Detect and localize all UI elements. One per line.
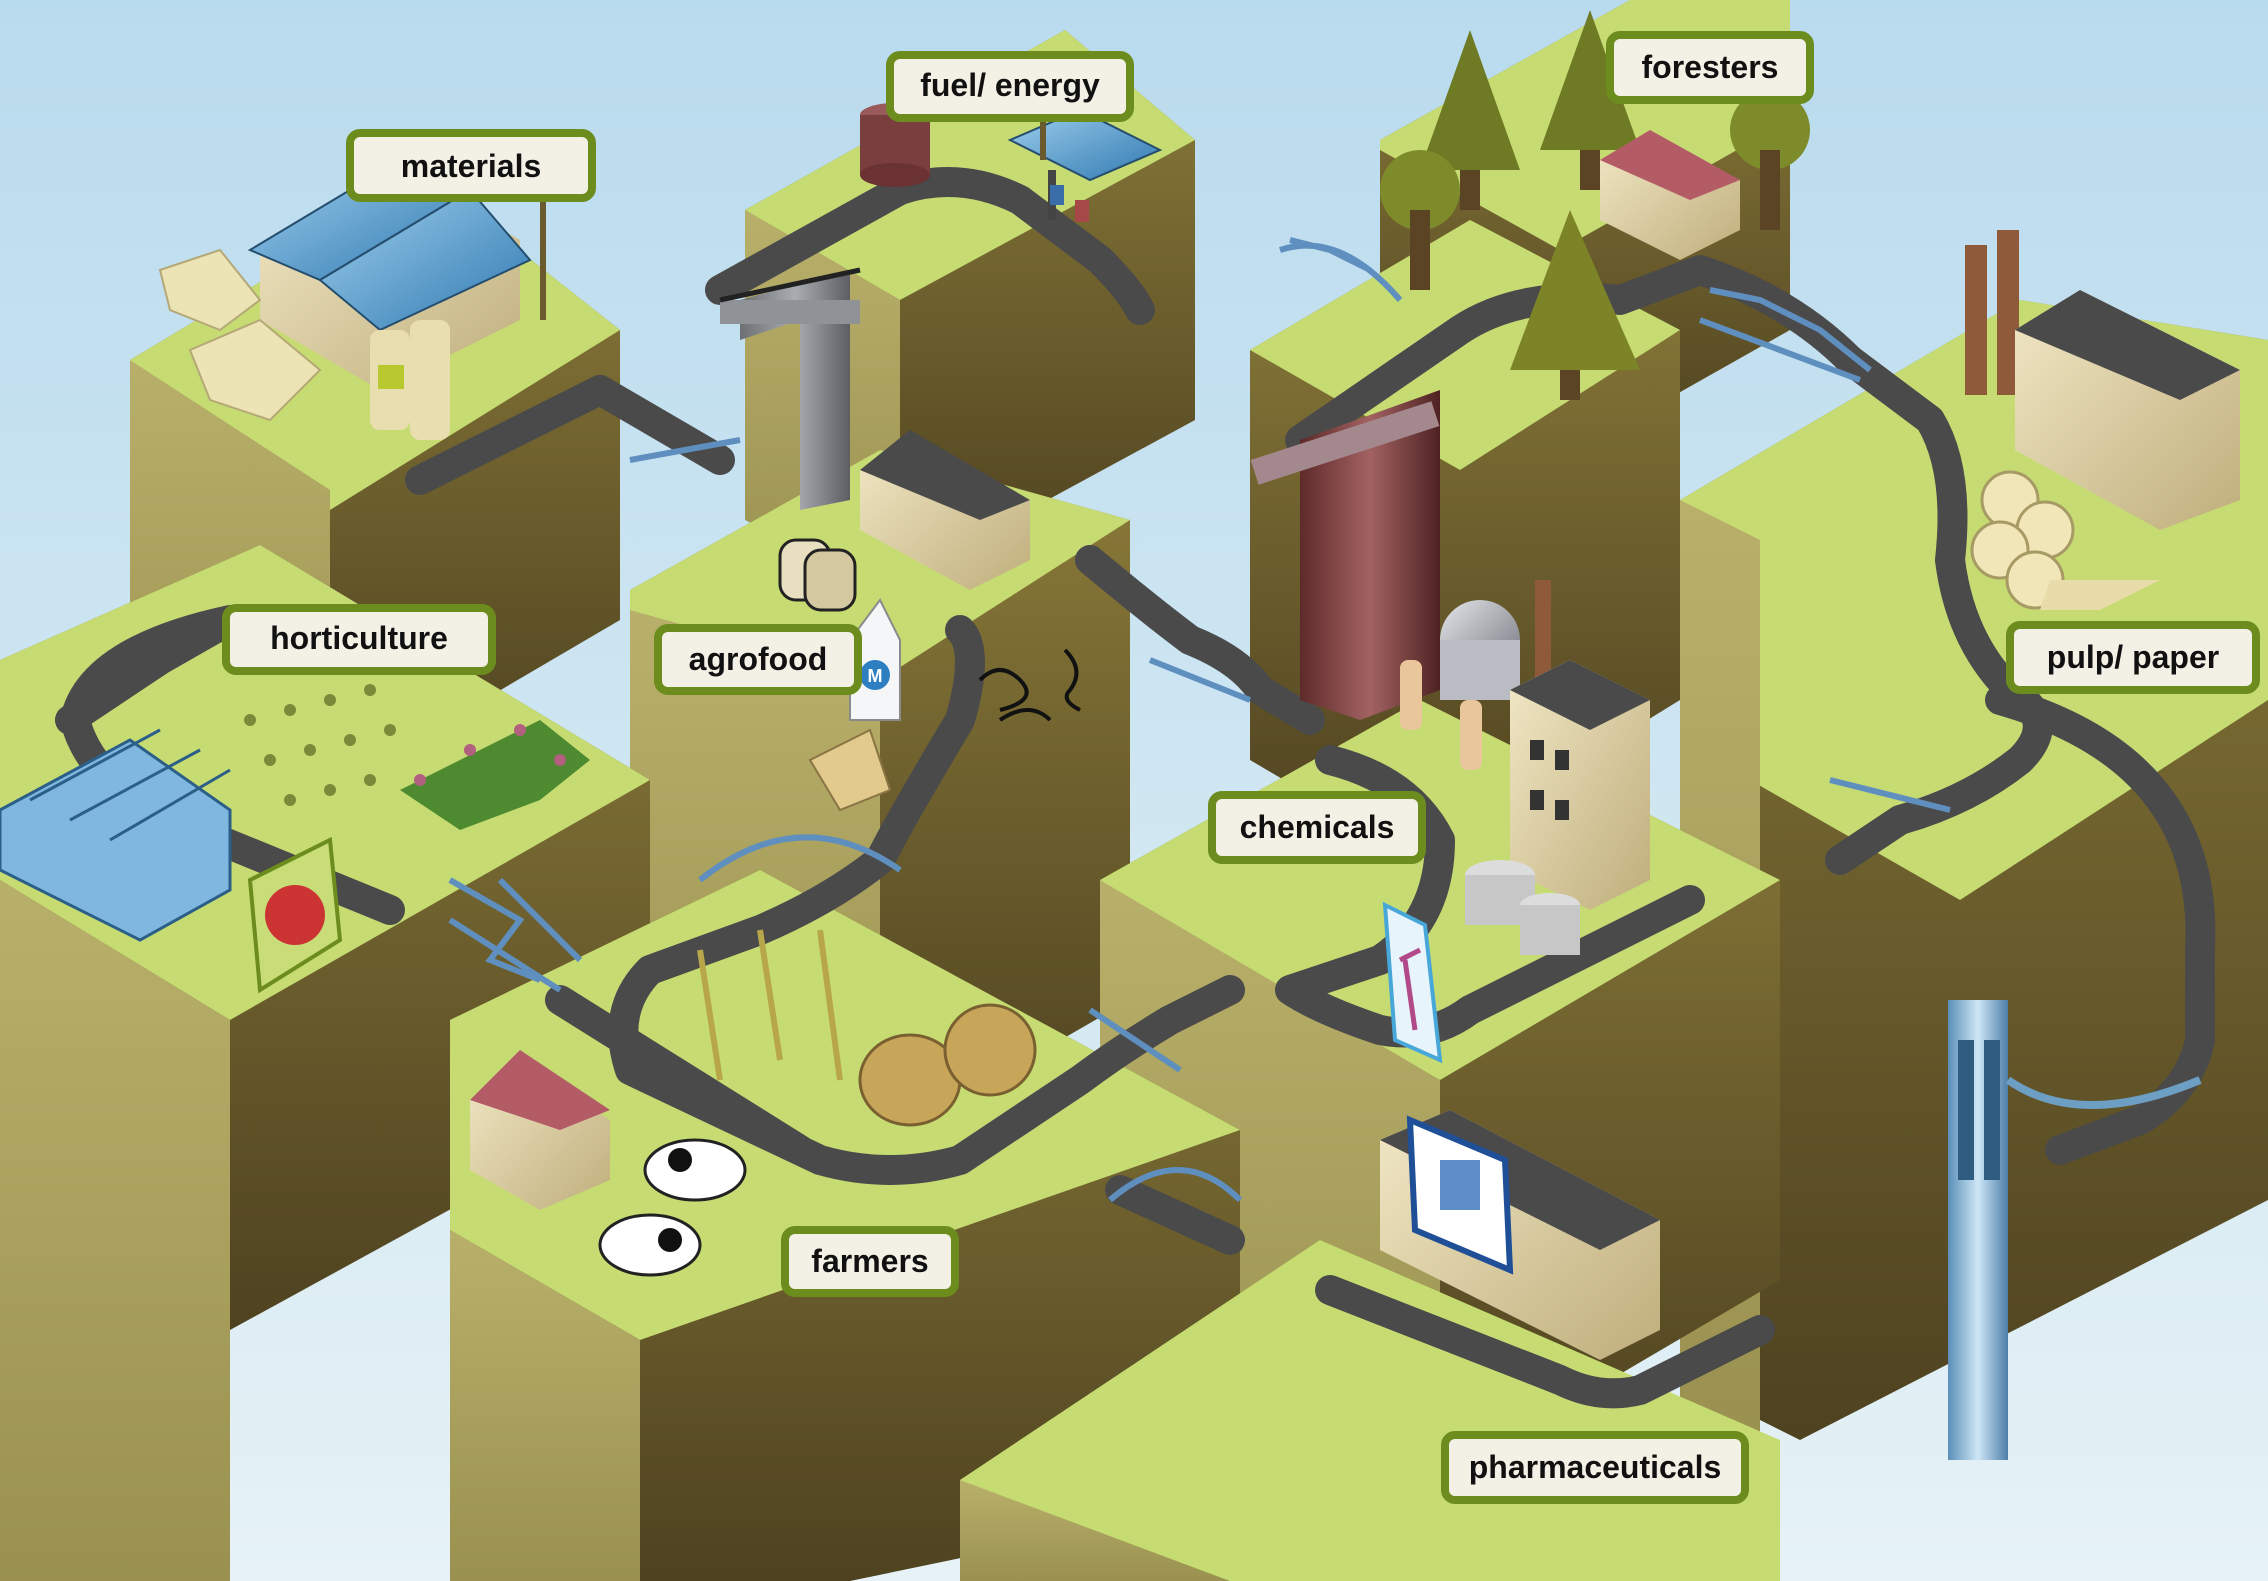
- silo-icon: [370, 320, 450, 440]
- sign-foresters: foresters: [1606, 31, 1814, 104]
- storage-tank-icon: [1465, 860, 1580, 955]
- plant-rows: [244, 684, 396, 806]
- cheese-icon: [808, 728, 892, 812]
- milk-carton-letter: M: [868, 666, 883, 686]
- sign-horticulture-label: horticulture: [270, 620, 448, 656]
- sign-fuel-energy-label: fuel/ energy: [920, 67, 1100, 103]
- viaduct-grey-icon: [719, 267, 861, 510]
- pharmacy-icon: [1380, 1110, 1660, 1360]
- suspension-tower-icon: [1948, 1000, 2202, 1460]
- tree-icon: [1420, 30, 1520, 210]
- tree-icon: [1510, 210, 1640, 400]
- flower-field: [400, 720, 590, 830]
- sign-pulp-paper: pulp/ paper: [2006, 621, 2260, 694]
- viaduct-red-icon: [1250, 390, 1440, 720]
- tomato-icon: [247, 836, 343, 994]
- bread-icon: [778, 538, 857, 612]
- factory-icon: [2015, 290, 2240, 530]
- refinery-icon: [1400, 580, 1551, 770]
- boxes-icon: [158, 248, 322, 422]
- milk-carton-icon: M: [849, 598, 901, 721]
- gas-station-icon: [1007, 108, 1163, 222]
- forest: [1380, 10, 1810, 400]
- sign-pharmaceuticals-label: pharmaceuticals: [1469, 1449, 1722, 1485]
- tree-icon: [1540, 10, 1640, 190]
- wheat-icon: [697, 929, 843, 1081]
- tree-icon: [1730, 90, 1810, 230]
- office-building-icon: [1510, 660, 1650, 910]
- sign-fuel-energy: fuel/ energy: [886, 51, 1134, 160]
- tree-icon: [1380, 150, 1460, 290]
- chemistry-flask-icon: [1382, 901, 1443, 1064]
- sign-agrofood: agrofood: [654, 624, 862, 695]
- greenhouse-icon: [0, 728, 232, 942]
- paper-roll-icon: [1970, 470, 2160, 610]
- chimney-icon: [1965, 230, 2019, 395]
- sign-foresters-label: foresters: [1642, 49, 1779, 85]
- bridge-icon: [448, 237, 1951, 1203]
- house-icon: [470, 1050, 610, 1210]
- sign-chemicals: chemicals: [1208, 791, 1426, 864]
- sign-agrofood-label: agrofood: [689, 641, 828, 677]
- sign-farmers-label: farmers: [811, 1243, 928, 1279]
- sign-materials-label: materials: [401, 148, 542, 184]
- sign-horticulture: horticulture: [222, 604, 496, 675]
- hay-bale-icon: [858, 1003, 1037, 1127]
- sign-pulp-paper-label: pulp/ paper: [2047, 639, 2219, 675]
- sign-chemicals-label: chemicals: [1240, 809, 1395, 845]
- factory-icon: [247, 158, 532, 390]
- house-icon: [1600, 130, 1740, 260]
- cow-icon: [598, 1138, 747, 1277]
- sign-farmers: farmers: [781, 1226, 959, 1297]
- sign-pharmaceuticals: pharmaceuticals: [1441, 1431, 1749, 1504]
- sign-materials: materials: [346, 129, 596, 320]
- factory-icon: [860, 430, 1030, 590]
- dna-icon: [978, 648, 1081, 722]
